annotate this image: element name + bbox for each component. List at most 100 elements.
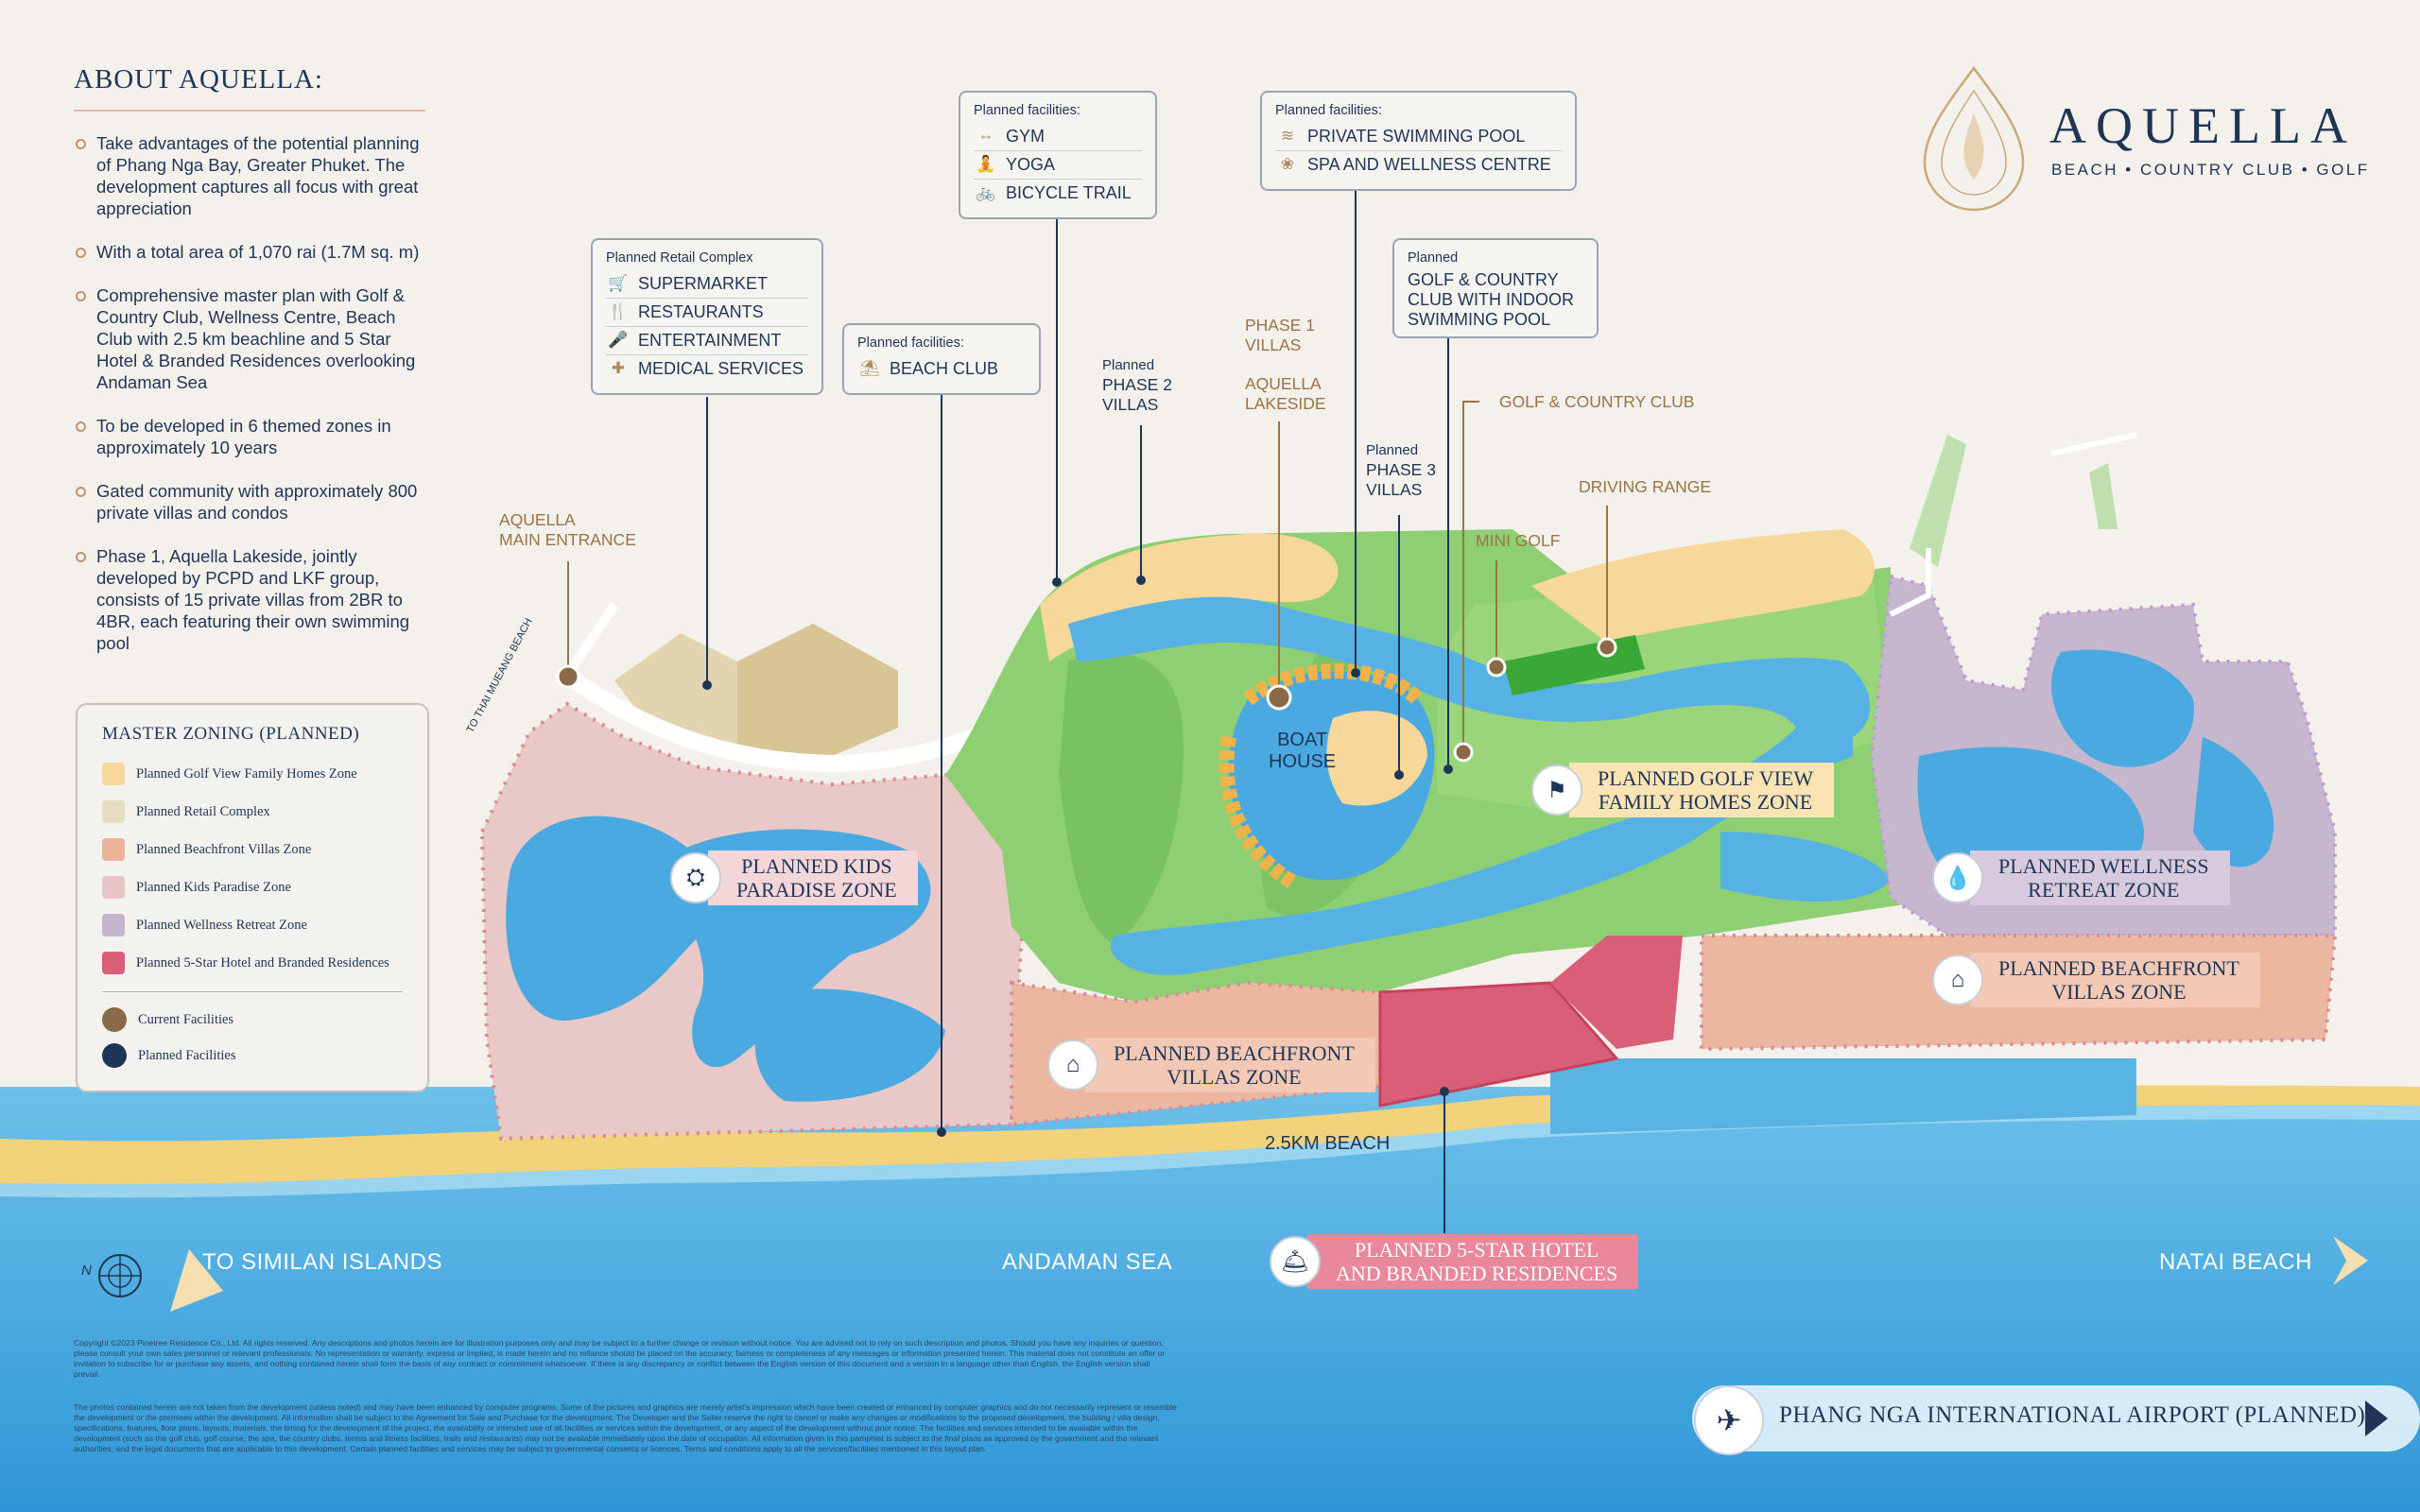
about-item: Gated community with approximately 800 p… bbox=[74, 480, 433, 524]
cart-icon: 🛒 bbox=[608, 274, 629, 292]
retail-callout[interactable]: Planned Retail Complex 🛒 SUPERMARKET 🍴RES… bbox=[591, 238, 823, 395]
beachfront-west-zone-tag[interactable]: ⌂ PLANNED BEACHFRONT VILLAS ZONE bbox=[1047, 1038, 1375, 1092]
zone-line: PLANNED WELLNESS bbox=[1998, 854, 2209, 878]
zone-ribbon: PLANNED 5-STAR HOTEL AND BRANDED RESIDEN… bbox=[1307, 1234, 1639, 1289]
phase1-label: PHASE 1 VILLAS bbox=[1245, 316, 1315, 355]
beach-length-label: 2.5KM BEACH bbox=[1265, 1133, 1391, 1154]
callout-line: SWIMMING POOL bbox=[1408, 310, 1551, 329]
fitness-callout[interactable]: Planned facilities: ⇔GYM 🧘YOGA 🚲BICYCLE … bbox=[959, 91, 1157, 219]
label-line: PHASE 3 bbox=[1366, 460, 1436, 479]
callout-line: CLUB WITH INDOOR bbox=[1408, 290, 1575, 309]
label-line: VILLAS bbox=[1366, 480, 1423, 499]
callout-row: 🧘 YOGA bbox=[974, 151, 1142, 180]
zone-ribbon: PLANNED WELLNESS RETREAT ZONE bbox=[1970, 850, 2230, 905]
label-line: PHASE 2 bbox=[1102, 375, 1172, 394]
compass-north-label: N bbox=[81, 1263, 92, 1279]
about-item: With a total area of 1,070 rai (1.7M sq.… bbox=[74, 241, 433, 263]
bellhop-icon: 🛎 bbox=[1270, 1236, 1321, 1287]
yoga-icon: 🧘 bbox=[976, 155, 996, 173]
callout-caption: Planned bbox=[1408, 250, 1459, 266]
callout-caption: Planned Retail Complex bbox=[606, 250, 753, 266]
zone-line: PLANNED BEACHFRONT bbox=[1998, 956, 2239, 980]
about-item: Take advantages of the potential plannin… bbox=[74, 132, 433, 219]
beach-hut-icon: ⌂ bbox=[1047, 1040, 1098, 1091]
driving-range-label: DRIVING RANGE bbox=[1579, 477, 1712, 496]
cutlery-icon: 🍴 bbox=[608, 302, 629, 320]
mini-golf-label: MINI GOLF bbox=[1476, 531, 1561, 550]
aquella-logo-icon bbox=[1923, 65, 2025, 212]
legend-swatch bbox=[102, 914, 125, 936]
zone-line: FAMILY HOMES ZONE bbox=[1598, 790, 1813, 814]
umbrella-icon: ⛱ bbox=[859, 359, 880, 377]
hotel-zone-area bbox=[1378, 981, 1619, 1108]
callout-row: ⇔GYM bbox=[974, 123, 1142, 151]
callout-row: ⛱BEACH CLUB bbox=[857, 355, 1026, 383]
andaman-sea-label: ANDAMAN SEA bbox=[1002, 1249, 1173, 1275]
zone-line: AND BRANDED RESIDENCES bbox=[1336, 1262, 1618, 1285]
golf-view-zone-tag[interactable]: ⚑ PLANNED GOLF VIEW FAMILY HOMES ZONE bbox=[1531, 763, 1835, 817]
legend-label: Planned Beachfront Villas Zone bbox=[136, 841, 312, 857]
legend-swatch bbox=[102, 876, 125, 899]
legend-label: Planned Golf View Family Homes Zone bbox=[136, 765, 357, 782]
callout-row: 🚲BICYCLE TRAIL bbox=[974, 180, 1142, 207]
hotel-zone-tag[interactable]: 🛎 PLANNED 5-STAR HOTEL AND BRANDED RESID… bbox=[1270, 1234, 1639, 1289]
legend-item: Current Facilities bbox=[102, 1007, 233, 1032]
natai-beach-label: NATAI BEACH bbox=[2159, 1249, 2312, 1275]
legend-label: Planned 5-Star Hotel and Branded Residen… bbox=[136, 954, 389, 971]
water-drop-icon: 💧 bbox=[1932, 852, 1983, 903]
legend-item: Planned Facilities bbox=[102, 1043, 236, 1068]
golf-flag-icon: ⚑ bbox=[1531, 765, 1582, 816]
about-item: Comprehensive master plan with Golf & Co… bbox=[74, 284, 433, 393]
phase2-label: Planned PHASE 2 VILLAS bbox=[1102, 355, 1172, 415]
zone-ribbon: PLANNED KIDS PARADISE ZONE bbox=[708, 850, 918, 905]
zone-ribbon: PLANNED BEACHFRONT VILLAS ZONE bbox=[1085, 1038, 1375, 1092]
golf-country-club-label: GOLF & COUNTRY CLUB bbox=[1499, 392, 1695, 411]
master-zoning-legend: MASTER ZONING (PLANNED) Planned Golf Vie… bbox=[76, 703, 429, 1092]
facility-dots bbox=[556, 576, 1617, 1137]
callout-row: ❀ SPA AND WELLNESS CENTRE bbox=[1275, 151, 1562, 179]
about-list: Take advantages of the potential plannin… bbox=[74, 132, 433, 676]
similan-arrow-icon bbox=[170, 1249, 223, 1312]
legend-item: Planned Retail Complex bbox=[102, 799, 270, 824]
label-caption: Planned bbox=[1102, 357, 1155, 373]
callout-label: SPA AND WELLNESS CENTRE bbox=[1307, 155, 1551, 174]
label-line: AQUELLA bbox=[1245, 374, 1322, 393]
disclaimer-photos: The photos contained herein are not take… bbox=[74, 1402, 1177, 1453]
chevron-right-icon bbox=[2365, 1400, 2388, 1436]
legend-label: Planned Wellness Retreat Zone bbox=[136, 917, 307, 933]
pool-spa-callout[interactable]: Planned facilities: ≋PRIVATE SWIMMING PO… bbox=[1260, 91, 1577, 191]
beachfront-east-zone-tag[interactable]: ⌂ PLANNED BEACHFRONT VILLAS ZONE bbox=[1932, 953, 2260, 1007]
about-divider bbox=[74, 110, 425, 112]
lotus-icon: ❀ bbox=[1280, 155, 1295, 173]
river bbox=[1068, 596, 1871, 975]
compass-icon bbox=[98, 1254, 142, 1297]
zone-line: PLANNED 5-STAR HOTEL bbox=[1354, 1238, 1599, 1262]
legend-item: Planned Golf View Family Homes Zone bbox=[102, 762, 357, 786]
callout-row: 🍴RESTAURANTS bbox=[606, 299, 808, 327]
legend-item: Planned Kids Paradise Zone bbox=[102, 875, 291, 900]
about-item: To be developed in 6 themed zones in app… bbox=[74, 415, 433, 458]
callout-row: 🎤ENTERTAINMENT bbox=[606, 327, 808, 355]
callout-label: YOGA bbox=[1006, 155, 1056, 174]
natai-arrow-icon bbox=[2333, 1236, 2368, 1285]
callout-label: SUPERMARKET bbox=[638, 274, 769, 293]
callout-row: ✚MEDICAL SERVICES bbox=[606, 355, 808, 383]
zone-line: PLANNED GOLF VIEW bbox=[1598, 766, 1814, 790]
kids-zone-tag[interactable]: ⛭ PLANNED KIDS PARADISE ZONE bbox=[670, 850, 918, 905]
medical-icon: ✚ bbox=[611, 359, 626, 377]
callout-row: ≋PRIVATE SWIMMING POOL bbox=[1275, 123, 1562, 151]
zone-line: VILLAS ZONE bbox=[2051, 980, 2187, 1004]
slide-icon: ⛭ bbox=[670, 852, 721, 903]
airport-banner[interactable]: ✈ PHANG NGA INTERNATIONAL AIRPORT (PLANN… bbox=[1694, 1385, 2394, 1455]
callout-caption: Planned facilities: bbox=[857, 335, 964, 351]
golf-club-callout[interactable]: Planned GOLF & COUNTRY CLUB WITH INDOOR … bbox=[1392, 238, 1599, 338]
wellness-zone-tag[interactable]: 💧 PLANNED WELLNESS RETREAT ZONE bbox=[1932, 850, 2230, 905]
label-caption: Planned bbox=[1366, 442, 1419, 458]
legend-swatch bbox=[102, 952, 125, 974]
phase3-label: Planned PHASE 3 VILLAS bbox=[1366, 440, 1436, 500]
zone-line: PLANNED BEACHFRONT bbox=[1114, 1041, 1355, 1065]
label-line: PHASE 1 bbox=[1245, 316, 1315, 335]
legend-label: Current Facilities bbox=[138, 1011, 234, 1027]
beach-club-callout[interactable]: Planned facilities: ⛱BEACH CLUB bbox=[842, 323, 1041, 395]
